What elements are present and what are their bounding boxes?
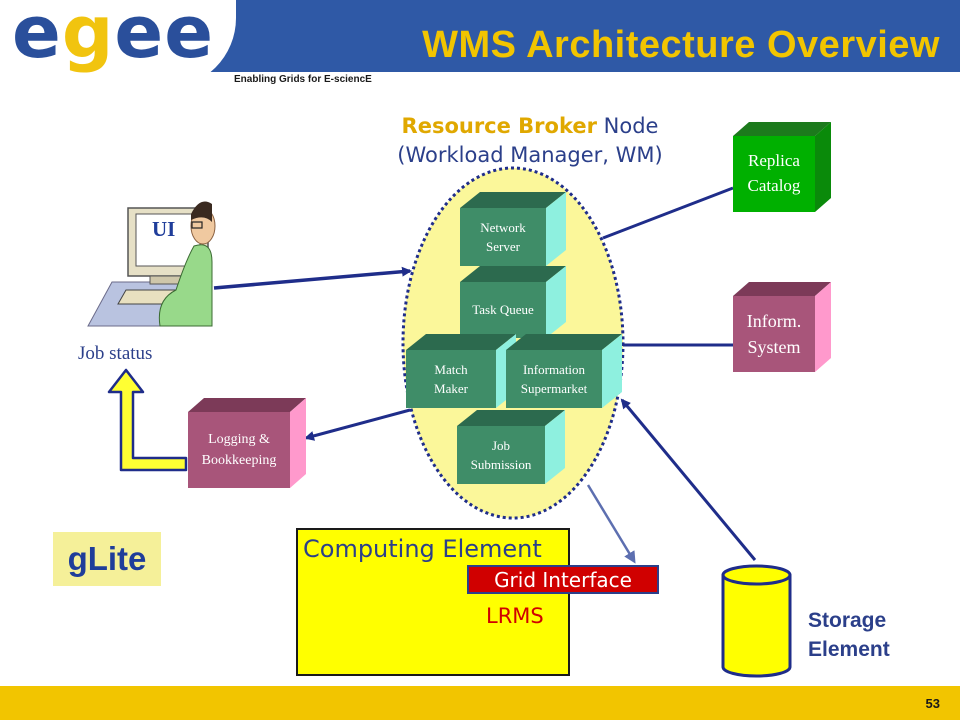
job-submission-line2: Submission	[470, 457, 532, 472]
job-submission-box: Job Submission	[457, 410, 565, 484]
computing-element-label: Computing Element	[303, 535, 542, 563]
job-submission-line1: Job	[491, 437, 511, 453]
computing-element-box	[296, 528, 570, 676]
logging-bookkeeping-line1: Logging &	[208, 432, 270, 447]
information-supermarket-line2: Supermarket	[520, 381, 588, 396]
resource-broker-subtitle: (Workload Manager, WM)	[397, 143, 663, 167]
information-supermarket-box: Information Supermarket	[506, 334, 622, 408]
logo-tagline: Enabling Grids for E-sciencE	[234, 74, 372, 85]
storage-element-line2: Element	[808, 638, 890, 662]
glite-label: gLite	[53, 532, 161, 586]
logo-area	[0, 0, 236, 88]
wm-to-logging-arrow	[304, 408, 411, 441]
storage-to-wm-arrow	[620, 398, 757, 561]
resource-broker-title: Resource Broker Node	[401, 114, 659, 138]
replica-catalog-box: Replica Catalog	[733, 122, 831, 212]
grid-interface-box: Grid Interface	[467, 565, 659, 594]
match-maker-line1: Match	[434, 361, 468, 377]
inform-system-line2: System	[747, 337, 801, 357]
network-server-box: Network Server	[460, 192, 566, 266]
slide-title: WMS Architecture Overview	[422, 24, 940, 66]
ui-to-wm-arrow	[213, 266, 412, 290]
wm-to-replica-line	[602, 186, 734, 240]
grid-interface-label: Grid Interface	[494, 567, 632, 592]
ui-user-illustration	[87, 201, 216, 327]
replica-catalog-line2: Catalog	[747, 176, 801, 195]
storage-element-label: Storage Element	[808, 606, 890, 665]
inform-system-box: Inform. System	[733, 282, 831, 372]
replica-catalog-line1: Replica	[748, 151, 800, 171]
page-number: 53	[925, 696, 940, 711]
task-queue-label: Task Queue	[472, 302, 534, 318]
task-queue-box: Task Queue	[460, 266, 566, 338]
match-maker-line2: Maker	[434, 381, 468, 396]
information-supermarket-line1: Information	[522, 361, 586, 377]
wm-to-ce-arrow	[586, 484, 636, 564]
storage-element-line1: Storage	[808, 609, 887, 632]
egee-logo: egee	[12, 0, 215, 74]
job-status-label: Job status	[78, 343, 153, 364]
ui-label: UI	[152, 217, 176, 241]
job-status-arrow-shape	[107, 368, 188, 472]
network-server-line1: Network	[480, 219, 526, 235]
inform-system-line1: Inform.	[746, 310, 802, 331]
storage-cylinder	[721, 564, 792, 678]
lrms-label: LRMS	[486, 604, 544, 628]
logging-bookkeeping-box: Logging & Bookkeeping	[188, 398, 306, 488]
footer-bar	[0, 686, 960, 720]
network-server-line2: Server	[486, 239, 520, 254]
logging-bookkeeping-line2: Bookkeeping	[201, 453, 277, 468]
match-maker-box: Match Maker	[406, 334, 516, 408]
